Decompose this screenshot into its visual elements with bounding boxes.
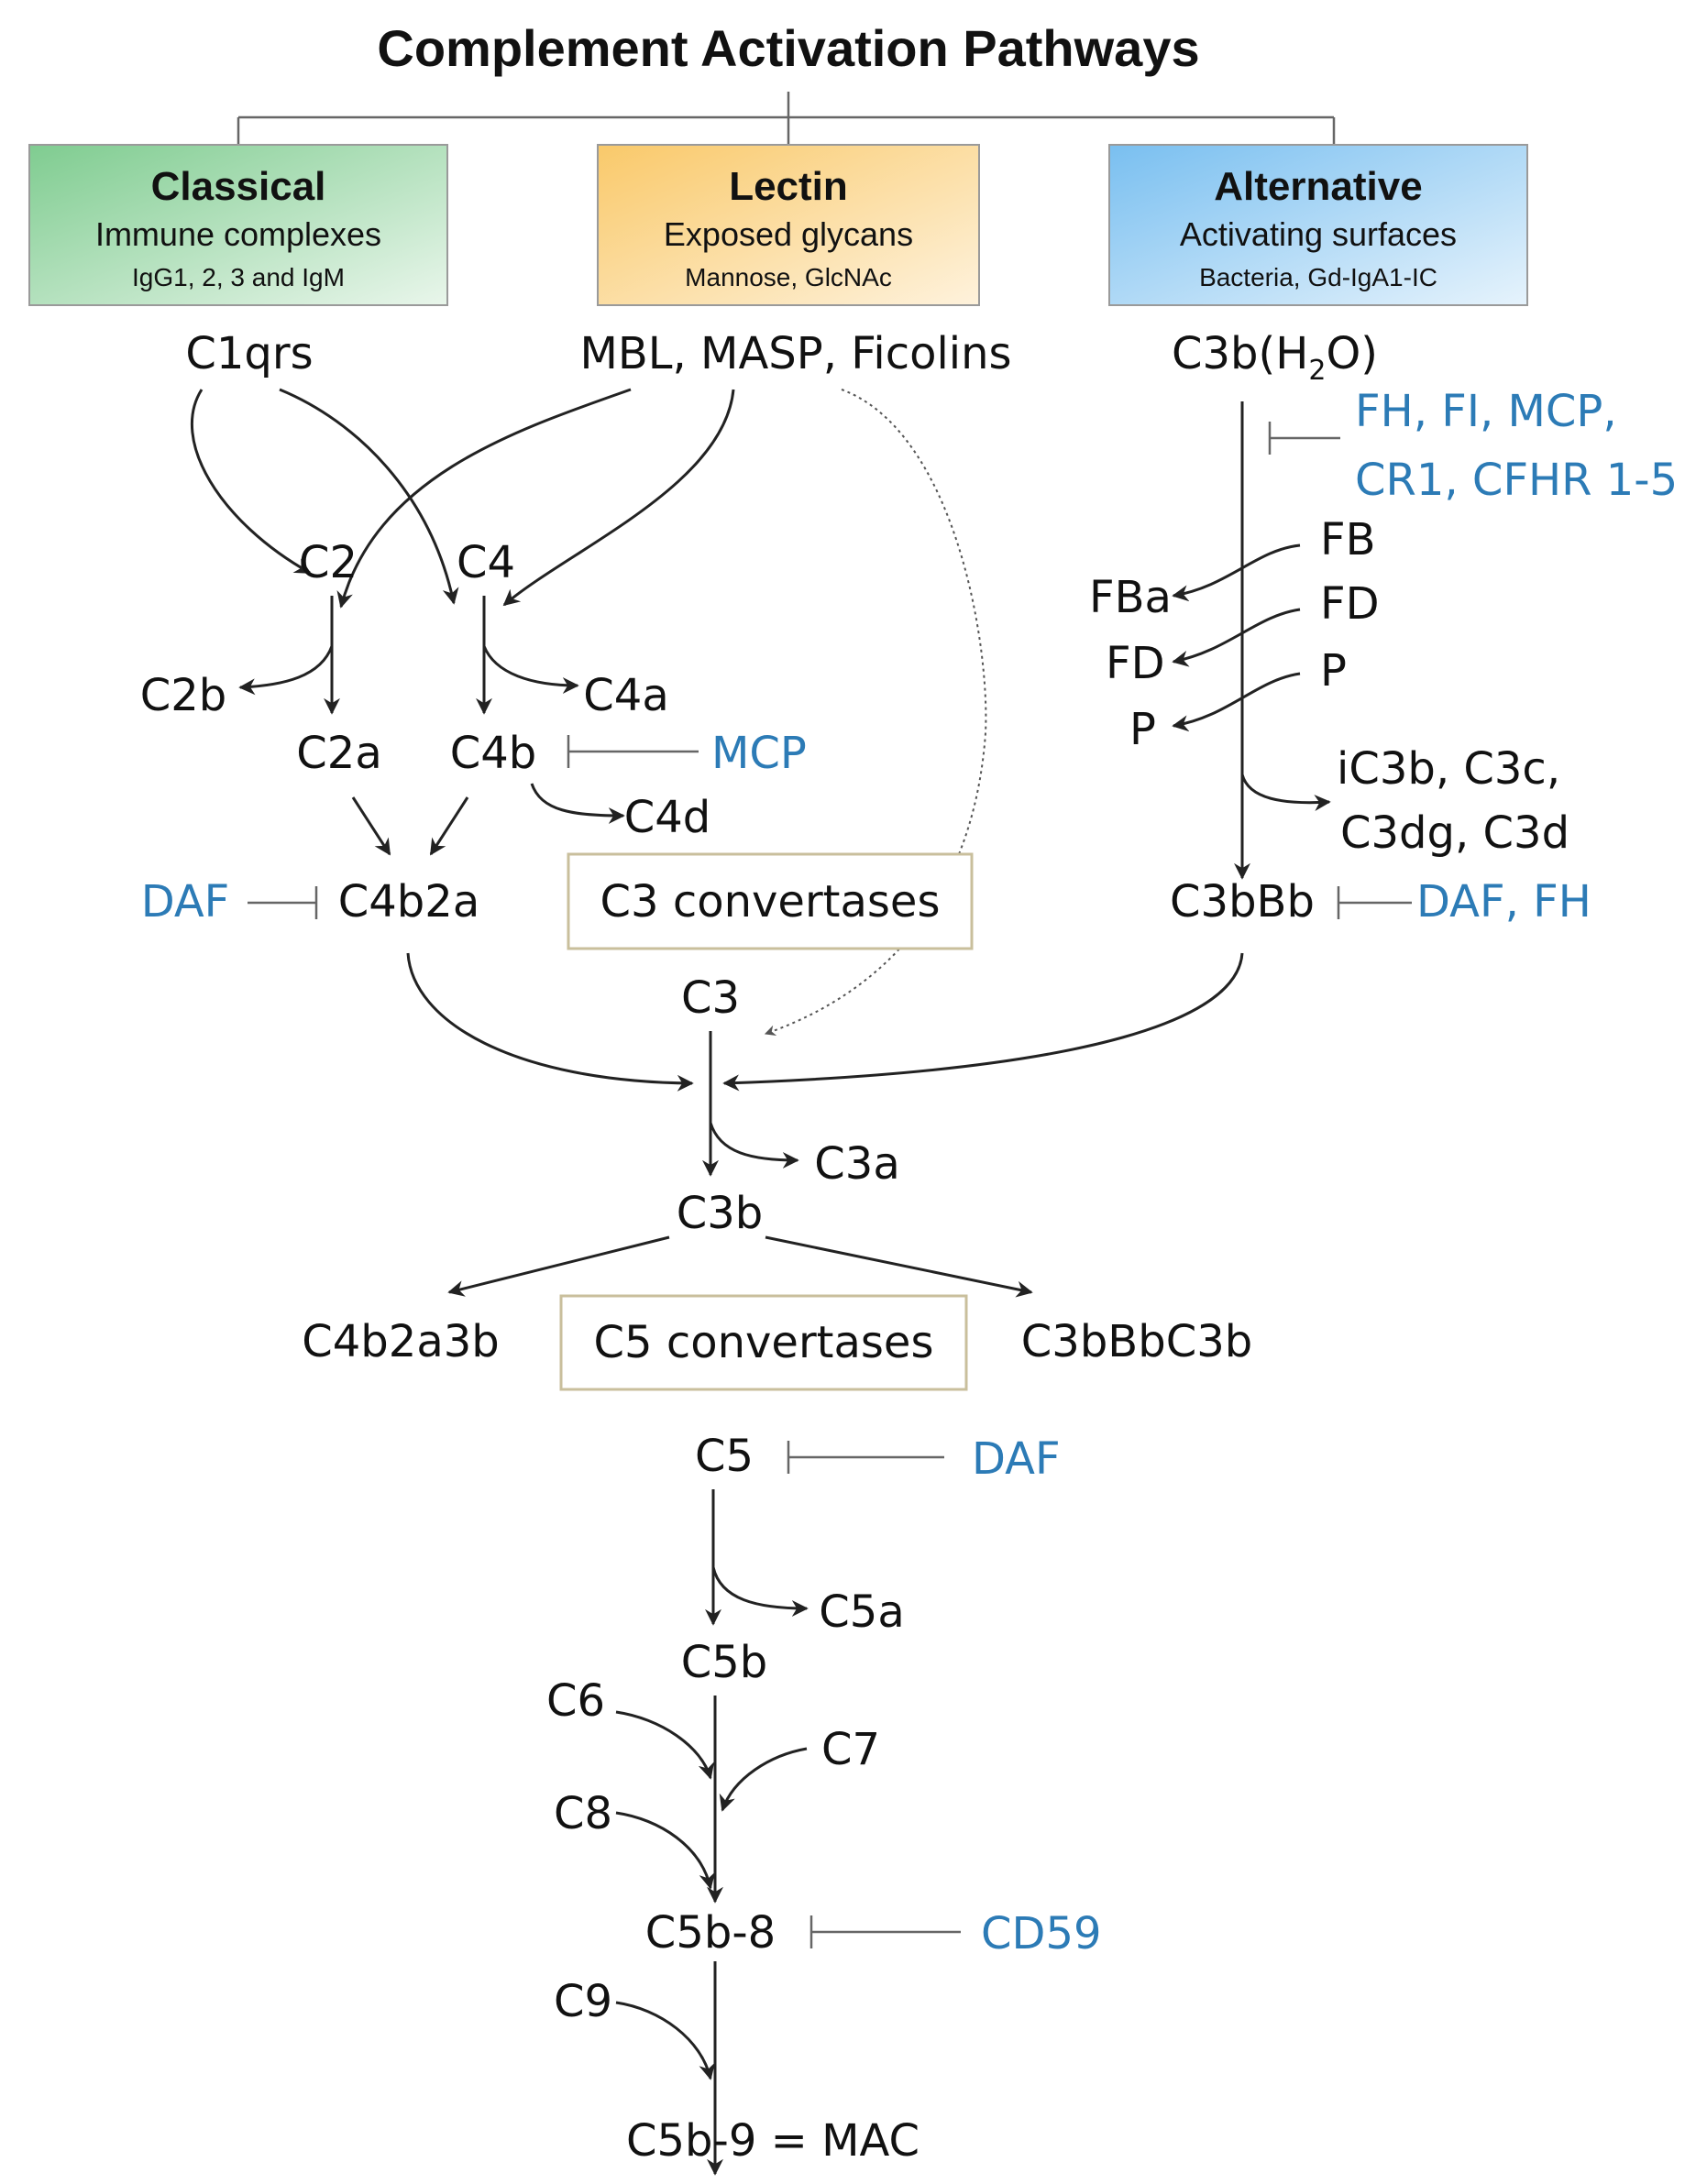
mcp-inhibition — [567, 735, 699, 768]
c2-c4-cleavage-arrows — [238, 596, 579, 715]
daf-fh-inhibition — [1337, 886, 1412, 919]
node-c3b: C3b — [677, 1188, 764, 1239]
classical-pathway-box: Classical Immune complexes IgG1, 2, 3 an… — [28, 144, 448, 306]
inhibitor-alt-line1: FH, FI, MCP, — [1355, 386, 1617, 437]
node-fd-in: FD — [1320, 578, 1380, 630]
node-c2b: C2b — [140, 670, 227, 721]
inhibitor-cd59: CD59 — [981, 1908, 1102, 1959]
node-fd-out: FD — [1106, 638, 1165, 689]
node-c3: C3 — [681, 972, 740, 1024]
node-c3bbb: C3bBb — [1170, 876, 1315, 927]
alternative-axis — [1172, 401, 1340, 880]
inhibitor-daf-left: DAF — [141, 876, 230, 927]
node-c1qrs: C1qrs — [185, 328, 313, 379]
node-c9: C9 — [554, 1976, 612, 2027]
lectin-pathway-box: Lectin Exposed glycans Mannose, GlcNAc — [597, 144, 980, 306]
node-c5: C5 — [695, 1431, 754, 1482]
node-c7: C7 — [821, 1724, 880, 1775]
node-c3bbbc3b: C3bBbC3b — [1021, 1316, 1252, 1367]
node-c5a: C5a — [819, 1586, 904, 1638]
c5-cleavage-arrows — [705, 1489, 809, 1626]
node-c8: C8 — [554, 1788, 612, 1839]
node-fba: FBa — [1089, 572, 1172, 623]
terminal-pathway-arrows — [615, 1696, 808, 2176]
lectin-name: Lectin — [729, 164, 848, 209]
node-ic3b-line2: C3dg, C3d — [1340, 807, 1569, 859]
c3-cleavage-arrows — [406, 952, 1244, 1177]
node-fb: FB — [1320, 514, 1376, 565]
classical-lectin-arrows — [191, 388, 987, 1037]
node-mac: C5b-9 = MAC — [626, 2115, 920, 2167]
alternative-pathway-box: Alternative Activating surfaces Bacteria… — [1108, 144, 1528, 306]
diagram-title: Complement Activation Pathways — [377, 19, 1199, 77]
alternative-line1: Activating surfaces — [1180, 215, 1457, 253]
inhibitor-alt-line2: CR1, CFHR 1-5 — [1355, 455, 1678, 506]
c5-convertases-label: C5 convertases — [594, 1317, 934, 1368]
node-c4: C4 — [457, 537, 515, 588]
node-c3b-h2o: C3b(H2O) — [1172, 328, 1378, 387]
node-mbl-masp-ficolins: MBL, MASP, Ficolins — [579, 328, 1011, 379]
daf-c5-inhibition — [787, 1441, 944, 1474]
daf-left-inhibition — [248, 886, 318, 919]
alternative-name: Alternative — [1214, 164, 1422, 209]
node-c5b-8: C5b-8 — [645, 1907, 776, 1959]
node-c4b2a3b: C4b2a3b — [302, 1316, 499, 1367]
inhibitor-daf-c5: DAF — [972, 1433, 1061, 1485]
node-c2: C2 — [299, 537, 358, 588]
node-c2a: C2a — [296, 728, 381, 779]
c4b2a-formation-arrows — [351, 783, 625, 856]
classical-name: Classical — [151, 164, 326, 209]
node-p-in: P — [1320, 645, 1347, 697]
node-c4b: C4b — [450, 728, 537, 779]
node-ic3b-line1: iC3b, C3c, — [1337, 743, 1560, 795]
c3-convertases-box: C3 convertases — [567, 852, 974, 950]
inhibitor-daf-fh: DAF, FH — [1416, 876, 1591, 927]
c3b-split-arrows — [447, 1235, 1033, 1298]
node-c4b2a: C4b2a — [338, 876, 479, 927]
title-bracket — [237, 92, 1336, 145]
node-c4a: C4a — [583, 670, 668, 721]
node-c4d: C4d — [624, 792, 711, 843]
node-c6: C6 — [546, 1675, 605, 1727]
classical-line1: Immune complexes — [95, 215, 381, 253]
alternative-line2: Bacteria, Gd-IgA1-IC — [1199, 263, 1437, 291]
lectin-line1: Exposed glycans — [664, 215, 913, 253]
lectin-line2: Mannose, GlcNAc — [685, 263, 892, 291]
classical-line2: IgG1, 2, 3 and IgM — [132, 263, 345, 291]
node-p-out: P — [1129, 704, 1156, 755]
cd59-inhibition — [809, 1915, 961, 1948]
c3-convertases-label: C3 convertases — [600, 876, 941, 927]
c5-convertases-box: C5 convertases — [559, 1294, 968, 1391]
inhibitor-mcp: MCP — [711, 728, 807, 779]
node-c5b: C5b — [681, 1637, 768, 1688]
node-c3a: C3a — [814, 1138, 899, 1190]
